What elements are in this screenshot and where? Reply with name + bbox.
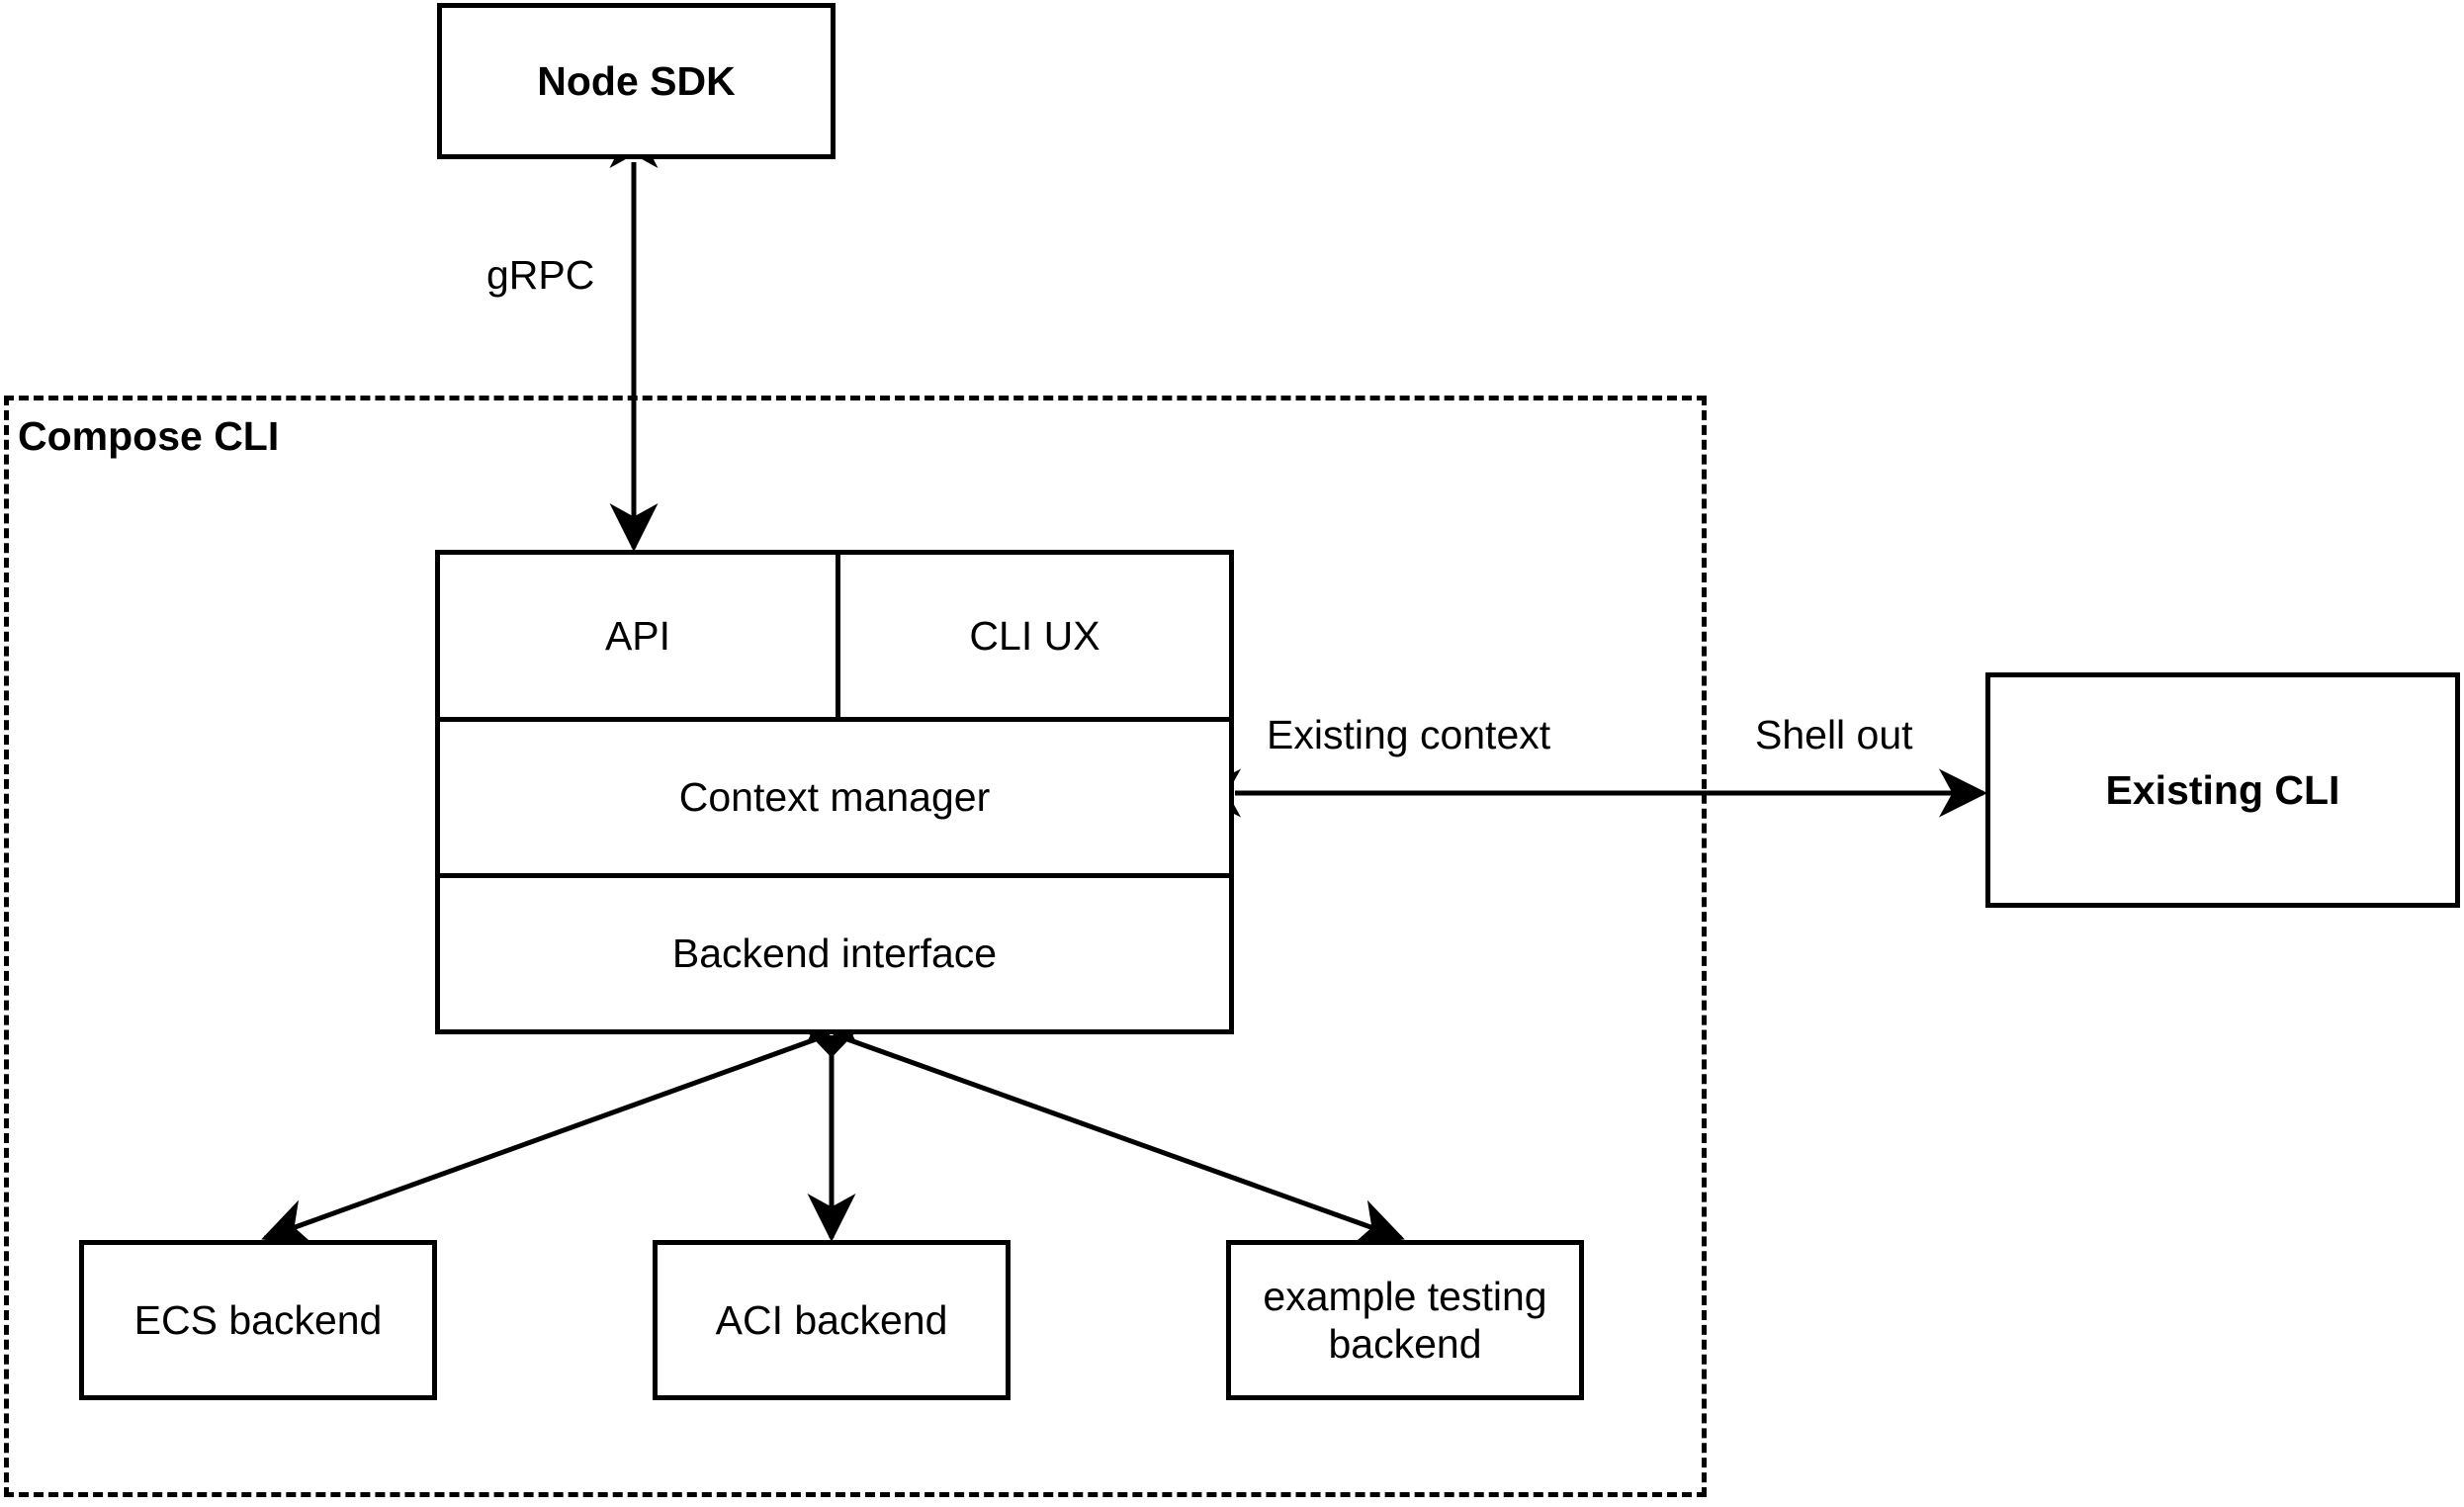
compose-cli-stack: API CLI UX Context manager Backend inter… [435, 550, 1234, 1034]
stack-cell-api[interactable]: API [440, 555, 836, 717]
stack-cell-cli-ux[interactable]: CLI UX [836, 555, 1229, 717]
edge-backend-example [796, 1014, 1405, 1246]
example-testing-backend-label: example testing backend [1263, 1273, 1547, 1367]
edge-label-existing-context: Existing context [1267, 712, 1551, 757]
compose-cli-group [4, 396, 1707, 1497]
stack-cell-context-manager-label: Context manager [678, 774, 991, 820]
aci-backend-box[interactable]: ACI backend [653, 1240, 1011, 1400]
stack-cell-api-label: API [604, 612, 671, 659]
node-sdk-label: Node SDK [537, 57, 736, 104]
edge-label-grpc: gRPC [486, 252, 595, 298]
stack-row-backend-interface: Backend interface [440, 873, 1229, 1029]
stack-cell-cli-ux-label: CLI UX [969, 612, 1100, 659]
stack-cell-context-manager[interactable]: Context manager [440, 722, 1229, 873]
edge-backend-ecs [261, 1014, 867, 1246]
example-testing-backend-box[interactable]: example testing backend [1226, 1240, 1584, 1400]
aci-backend-label: ACI backend [715, 1296, 948, 1343]
existing-cli-label: Existing CLI [2105, 766, 2340, 813]
edge-label-shell-out: Shell out [1755, 712, 1913, 757]
stack-cell-backend-interface-label: Backend interface [671, 931, 998, 976]
node-sdk-box[interactable]: Node SDK [437, 3, 836, 159]
ecs-backend-box[interactable]: ECS backend [79, 1240, 437, 1400]
compose-cli-group-title: Compose CLI [18, 413, 280, 459]
stack-row-context-manager: Context manager [440, 717, 1229, 873]
ecs-backend-label: ECS backend [133, 1296, 383, 1343]
stack-row-api: API CLI UX [440, 555, 1229, 717]
existing-cli-box[interactable]: Existing CLI [1985, 672, 2460, 908]
stack-cell-backend-interface[interactable]: Backend interface [440, 878, 1229, 1029]
